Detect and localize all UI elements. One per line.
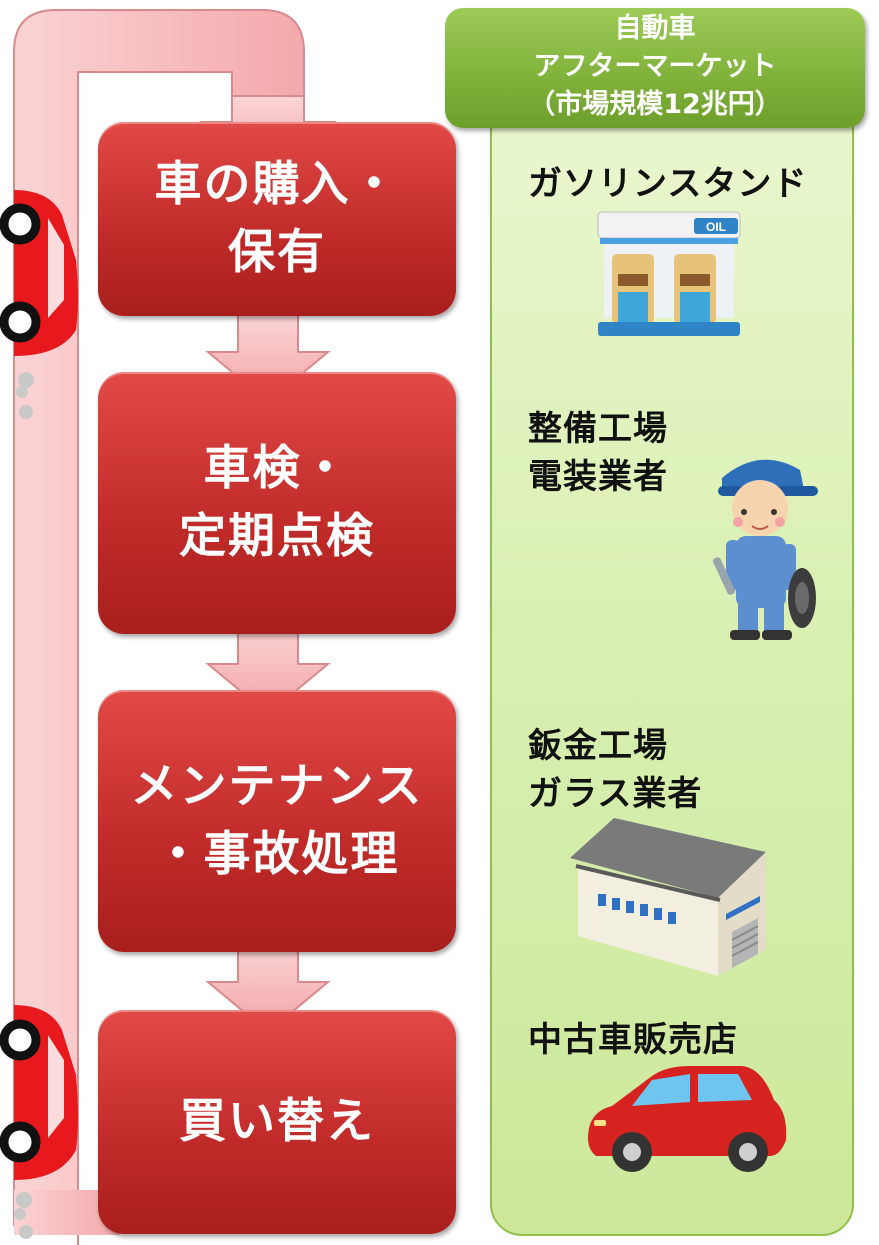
aftermarket-header: 自動車 アフターマーケット （市場規模12兆円） [445,8,865,128]
header-line2: アフターマーケット [533,51,777,82]
label-body-shop: 鈑金工場 ガラス業者 [528,726,703,814]
label-gas-station: ガソリンスタンド [528,164,808,204]
car-icon-bottom [0,1005,78,1180]
step-replacement: 買い替え [98,1010,456,1234]
step-inspection: 車検・ 定期点検 [98,372,456,634]
exhaust-puffs-top [16,372,34,419]
step-purchase-ownership: 車の購入・ 保有 [98,122,456,316]
header-line3: （市場規模12兆円） [528,89,782,120]
step-maintenance-accident: メンテナンス ・事故処理 [98,690,456,952]
gas-station-icon: OIL [597,211,741,336]
label-repair-shop: 整備工場 電装業者 [528,409,668,497]
factory-icon [570,818,766,976]
header-line1: 自動車 [614,13,696,44]
exhaust-puffs-bottom [14,1192,33,1239]
loop-bottom [14,1190,120,1235]
mechanic-icon [712,459,818,640]
label-used-car-dealer: 中古車販売店 [528,1020,738,1060]
car-icon-top [0,190,78,356]
used-car-icon [588,1066,787,1172]
oil-sign-text: OIL [706,220,726,234]
